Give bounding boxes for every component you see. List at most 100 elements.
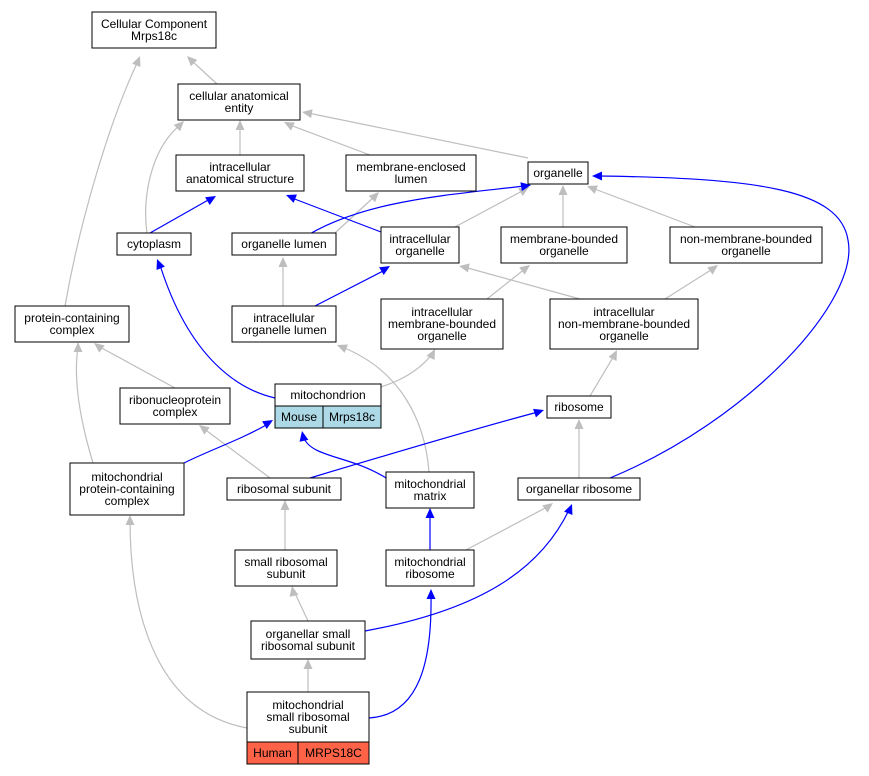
node-label-line: small ribosomal: [266, 710, 349, 724]
node-box: [69, 462, 185, 516]
edge-arrowhead: [368, 192, 379, 203]
node-box: [175, 154, 305, 192]
node-label-line: anatomical structure: [186, 172, 294, 186]
edge-arrowhead: [533, 408, 544, 418]
mouse-species-label: Mouse: [281, 410, 317, 424]
node-box: [549, 298, 699, 350]
node-box: [177, 83, 301, 121]
node-label-line: intracellular: [253, 311, 314, 325]
node-label-line: protein-containing: [79, 482, 174, 496]
edge-arrowhead: [299, 431, 309, 442]
edge: [75, 346, 94, 464]
node-label-line: organelle: [533, 166, 583, 180]
node-label-line: cytoplasm: [127, 237, 181, 251]
edge-arrowhead: [156, 259, 165, 270]
edge-arrowhead: [302, 109, 313, 119]
node-organellar-ribosome[interactable]: organellar ribosome: [517, 477, 641, 501]
edge-arrowhead: [519, 265, 530, 275]
edge: [597, 175, 850, 479]
node-cytoplasm[interactable]: cytoplasm: [116, 232, 192, 256]
edges-layer: [64, 56, 850, 729]
edge: [341, 346, 430, 473]
edge: [664, 267, 715, 300]
edge-arrowhead: [173, 121, 184, 132]
node-label-line: matrix: [414, 489, 447, 503]
mouse-gene-cell: [322, 405, 382, 429]
edge-arrowhead: [608, 350, 617, 361]
mouse-gene-label: Mrps18c: [329, 410, 375, 424]
node-box: [91, 11, 217, 49]
edge-arrowhead: [564, 504, 573, 515]
node-box: [380, 298, 504, 350]
node-box: [234, 549, 338, 587]
human-species-label: Human: [253, 746, 292, 760]
node-box: [116, 232, 192, 256]
edge: [307, 112, 529, 159]
node-box: [14, 305, 130, 343]
node-label-line: small ribosomal: [244, 555, 327, 569]
node-label-line: protein-containing: [24, 311, 119, 325]
node-box: [246, 691, 370, 743]
edge-arrowhead: [587, 185, 598, 194]
edge-arrowhead: [187, 56, 198, 67]
node-label-line: non-membrane-bounded: [680, 232, 812, 246]
edge: [97, 345, 176, 389]
edge-arrowhead: [262, 420, 273, 430]
human-gene-cell: [297, 741, 370, 765]
node-mitochondrion[interactable]: mitochondrion: [274, 383, 382, 407]
edge-arrowhead: [337, 344, 348, 353]
node-label-line: membrane-bounded: [510, 232, 618, 246]
edge-arrowhead: [289, 586, 299, 597]
node-label-line: ribonucleoprotein: [129, 393, 221, 407]
node-label-line: ribosome: [405, 567, 455, 581]
node-label-line: organelle: [539, 244, 589, 258]
node-label-line: mitochondrial: [91, 470, 162, 484]
node-label-line: subunit: [289, 722, 328, 736]
edge-arrowhead: [592, 171, 602, 181]
edge: [289, 124, 371, 156]
node-intracellular-non-membrane-bounded-organelle[interactable]: intracellularnon-membrane-boundedorganel…: [549, 298, 699, 350]
edge-arrowhead: [132, 56, 141, 67]
node-organelle[interactable]: organelle: [527, 161, 589, 185]
edge: [486, 267, 527, 300]
node-organelle-lumen[interactable]: organelle lumen: [231, 232, 337, 256]
node-label-line: ribosomal subunit: [237, 482, 332, 496]
edge-arrowhead: [707, 265, 718, 275]
node-ribosomal-subunit[interactable]: ribosomal subunit: [226, 477, 342, 501]
mouse-annotation[interactable]: Mouse Mrps18c: [274, 405, 382, 429]
edge: [183, 423, 269, 464]
node-ribosome[interactable]: ribosome: [546, 395, 612, 419]
edge: [202, 427, 271, 479]
node-label-line: intracellular: [389, 232, 450, 246]
edge-arrowhead: [459, 263, 470, 273]
node-label-line: complex: [153, 405, 198, 419]
edge-arrowhead: [94, 343, 105, 353]
node-box: [669, 226, 823, 264]
edge-arrowhead: [425, 508, 435, 518]
node-box: [345, 154, 477, 192]
node-box: [250, 620, 366, 660]
edge: [314, 269, 386, 307]
node-label-line: organelle lumen: [241, 237, 326, 251]
node-label-line: mitochondrial: [394, 555, 465, 569]
node-label-line: Mrps18c: [131, 29, 177, 43]
